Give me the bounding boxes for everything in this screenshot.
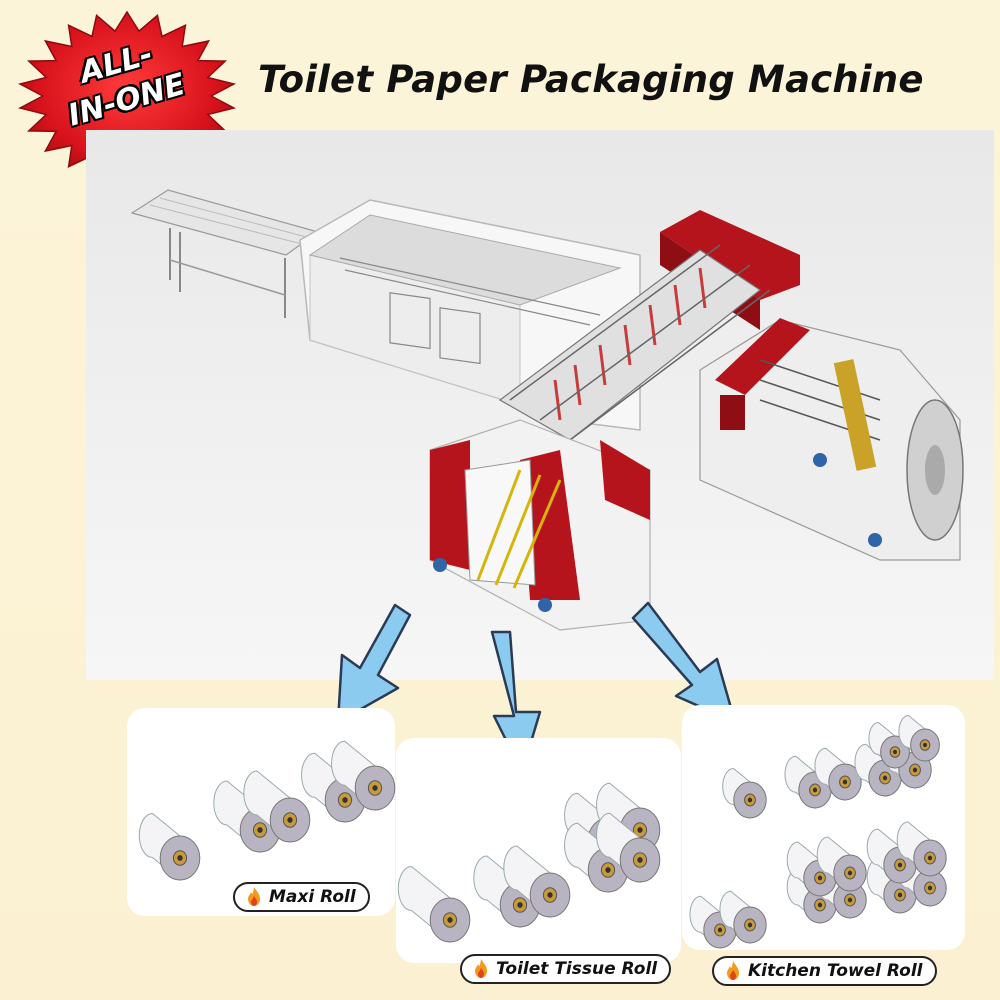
roll [722, 767, 767, 820]
toilet-tissue-roll-text: Toilet Tissue Roll [496, 959, 658, 979]
roll [689, 895, 737, 950]
roll [503, 845, 571, 919]
roll [896, 821, 947, 878]
infeed-conveyor [130, 189, 320, 318]
film-wrapping-unit [699, 318, 964, 561]
fire-icon [475, 959, 487, 978]
roll [814, 747, 862, 802]
toilet-tissue-roll-label: Toilet Tissue Roll [460, 954, 672, 984]
fire-icon [248, 887, 260, 906]
roll [397, 865, 471, 944]
roll [898, 714, 940, 763]
kitchen-towel-roll-label: Kitchen Towel Roll [712, 956, 937, 986]
roll [138, 812, 201, 882]
kitchen-towel-roll-text: Kitchen Towel Roll [748, 961, 923, 981]
output-channel [429, 419, 651, 631]
machine-body-back [299, 199, 641, 431]
roll [719, 890, 767, 945]
fire-icon [727, 961, 739, 980]
roll [816, 836, 867, 893]
maxi-roll-text: Maxi Roll [269, 887, 356, 907]
roll [243, 770, 311, 844]
maxi-roll-label: Maxi Roll [233, 882, 370, 912]
page-title: Toilet Paper Packaging Machine [258, 58, 924, 101]
roll [331, 740, 396, 812]
collating-frame [498, 210, 800, 441]
roll [596, 812, 661, 884]
down-arrow-icon [336, 601, 737, 774]
